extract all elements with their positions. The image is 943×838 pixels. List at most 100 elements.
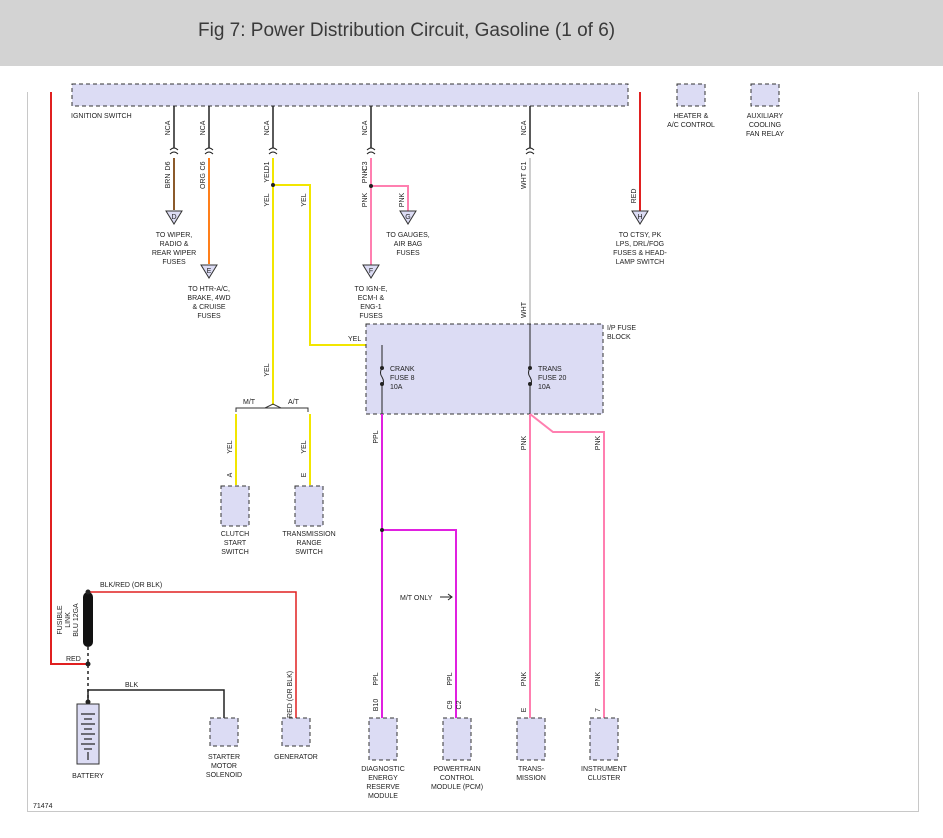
fusible-link-label-3: BLU 12GA	[73, 603, 80, 637]
crank-fuse-label-2: FUSE 8	[390, 375, 415, 382]
fusible-link-label-2: LINK	[65, 612, 72, 628]
clutch-label-3: SWITCH	[221, 549, 249, 556]
wire-yel-label-7: YEL	[301, 440, 308, 453]
cluster-label-2: CLUSTER	[588, 775, 621, 782]
to-wiper-3: REAR WIPER	[152, 250, 196, 257]
nca-label-4: NCA	[362, 120, 369, 135]
pin-a-label: A	[227, 472, 234, 477]
connector-d	[165, 210, 183, 225]
fusible-link-dot-top	[85, 589, 91, 595]
ignition-switch-box	[71, 83, 629, 107]
wire-pnk-label-5: PNK	[595, 435, 602, 450]
cluster-box	[589, 717, 619, 761]
wire-yel-label-2: YEL	[264, 193, 271, 206]
ip-fuse-block-label-1: I/P FUSE	[607, 325, 636, 332]
wire-wht-label-2: WHT	[521, 301, 528, 318]
wire-org-label: ORG	[200, 173, 207, 189]
connector-mark-c1	[525, 147, 535, 155]
to-ign-2: ECM-I &	[358, 295, 385, 302]
nca-label-2: NCA	[200, 120, 207, 135]
wire-pnk-label-3: PNK	[399, 192, 406, 207]
wire-blk-red-label-2: BLK/RED (OR BLK)	[287, 671, 294, 733]
pin-e-label: E	[301, 472, 308, 477]
clutch-switch-box	[220, 485, 250, 527]
connector-g-letter: G	[405, 214, 410, 221]
to-ctsy-3: FUSES & HEAD-	[613, 250, 667, 257]
connector-d-letter: D	[171, 214, 176, 221]
wire-yel-label-3: YEL	[301, 193, 308, 206]
to-htr-2: BRAKE, 4WD	[187, 295, 230, 302]
battery-icon	[81, 713, 95, 760]
pcm-label-2: CONTROL	[440, 775, 474, 782]
wire-yel-label-1: YEL	[264, 169, 271, 182]
mt-at-split	[235, 403, 309, 412]
cluster-label-1: INSTRUMENT	[581, 766, 628, 773]
derm-label-2: ENERGY	[368, 775, 398, 782]
to-htr-4: FUSES	[197, 313, 221, 320]
trans-fuse-dot-2	[528, 382, 532, 386]
starter-label-2: MOTOR	[211, 763, 237, 770]
to-htr-1: TO HTR-A/C,	[188, 286, 230, 293]
trs-label-1: TRANSMISSION	[282, 531, 335, 538]
to-gauges-1: TO GAUGES,	[386, 232, 429, 239]
crank-fuse-label-3: 10A	[390, 384, 403, 391]
connector-f-letter: F	[369, 268, 373, 275]
pin-b10-label: B10	[373, 699, 380, 712]
wire-ppl-label-2: PPL	[373, 672, 380, 685]
figure-title: Fig 7: Power Distribution Circuit, Gasol…	[198, 20, 616, 41]
clutch-label-2: START	[224, 540, 247, 547]
connector-mark-c6	[204, 147, 214, 155]
generator-box	[281, 717, 311, 747]
mt-only-arrow	[440, 593, 453, 601]
nca-label-5: NCA	[521, 120, 528, 135]
to-gauges-3: FUSES	[396, 250, 420, 257]
figure-header: Fig 7: Power Distribution Circuit, Gasol…	[0, 0, 943, 66]
wire-blk-red-label: BLK/RED (OR BLK)	[100, 582, 162, 589]
connector-mark-d6	[169, 147, 179, 155]
fan-relay-box	[750, 83, 780, 107]
wire-pnk-label-4: PNK	[521, 435, 528, 450]
to-gauges-2: AIR BAG	[394, 241, 422, 248]
derm-label-3: RESERVE	[366, 784, 400, 791]
wire-ppl-pcm	[382, 529, 457, 718]
wire-pnk-cluster	[529, 413, 605, 718]
pin-c9-label: C9	[447, 700, 454, 709]
figure-number: 71474	[33, 803, 53, 810]
nca-label-1: NCA	[165, 120, 172, 135]
to-ctsy-4: LAMP SWITCH	[616, 259, 665, 266]
crank-fuse-dot-2	[380, 382, 384, 386]
wire-yel-label-5: YEL	[348, 336, 361, 343]
connector-h	[631, 210, 649, 225]
wire-brn-label: BRN	[165, 174, 172, 189]
wire-ppl-label-1: PPL	[373, 430, 380, 443]
mt-only-label: M/T ONLY	[400, 595, 433, 602]
connector-e	[200, 264, 218, 279]
connector-h-letter: H	[637, 214, 642, 221]
pcm-box	[442, 717, 472, 761]
pin-e-bottom-label: E	[521, 707, 528, 712]
starter-label-3: SOLENOID	[206, 772, 242, 779]
at-label: A/T	[288, 399, 300, 406]
mt-label: M/T	[243, 399, 256, 406]
nca-label-3: NCA	[264, 120, 271, 135]
connector-mark-d1	[268, 147, 278, 155]
transmission-label-2: MISSION	[516, 775, 546, 782]
starter-label-1: STARTER	[208, 754, 240, 761]
derm-box	[368, 717, 398, 761]
pin-label-c1: C1	[521, 161, 528, 170]
trs-label-3: SWITCH	[295, 549, 323, 556]
battery-terminal-dot	[85, 699, 91, 705]
trans-fuse-label-1: TRANS	[538, 366, 562, 373]
to-ign-3: ENG-1	[360, 304, 382, 311]
wire-blk-label: BLK	[125, 682, 139, 689]
pcm-label-3: MODULE (PCM)	[431, 784, 483, 791]
pin-label-d6: D6	[165, 161, 172, 170]
pin-label-d1: D1	[264, 161, 271, 170]
wire-wht-label-1: WHT	[521, 172, 528, 189]
generator-label: GENERATOR	[274, 754, 318, 761]
derm-label-4: MODULE	[368, 793, 398, 800]
wire-pnk-label-6: PNK	[521, 671, 528, 686]
crank-fuse-dot-1	[380, 366, 384, 370]
pin-7-label: 7	[595, 708, 602, 712]
heater-label-1: HEATER &	[674, 113, 709, 120]
